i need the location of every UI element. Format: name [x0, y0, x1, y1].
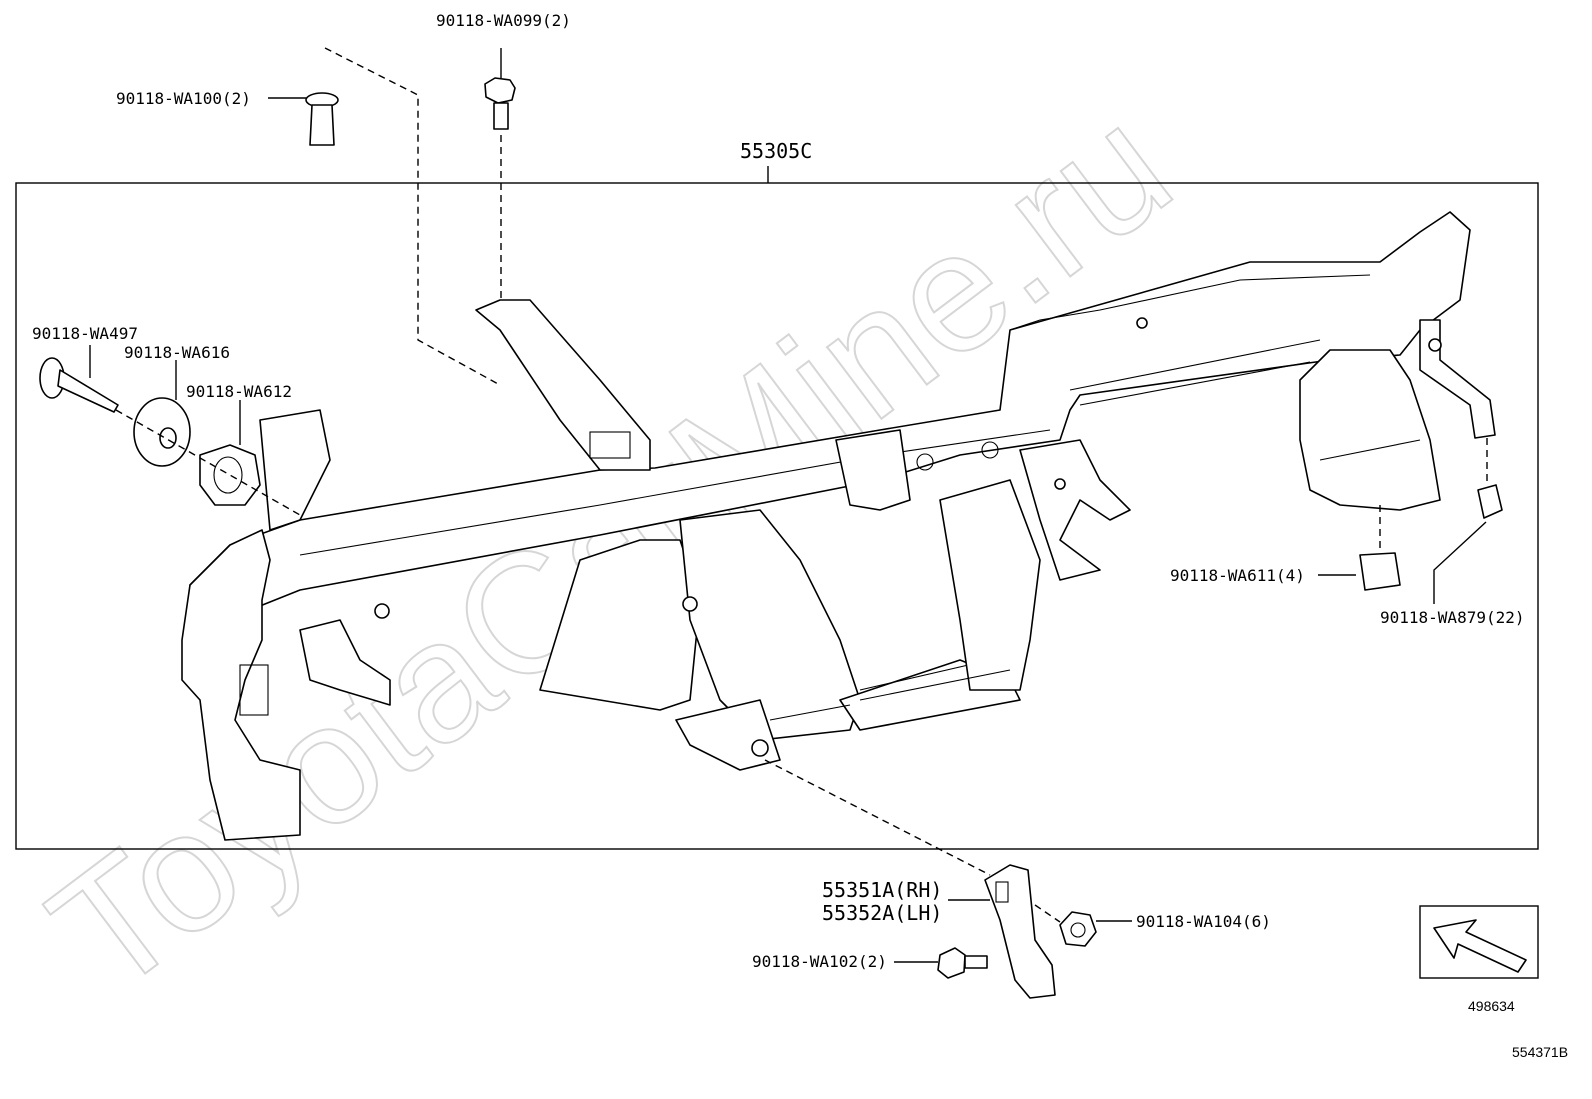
clip-wa100 [268, 92, 339, 146]
assembly-label: 55305C [740, 139, 812, 163]
nut-wa879 [1433, 484, 1503, 604]
front-arrow-icon [1433, 919, 1527, 973]
label-55351a-rh: 55351A(RH) [822, 878, 942, 902]
bolt-wa099 [484, 48, 516, 130]
bolt-wa497 [39, 345, 119, 413]
label-90118-wa879: 90118-WA879(22) [1380, 608, 1525, 627]
bolt-wa102 [894, 947, 988, 979]
washer-wa616 [133, 360, 191, 467]
bushing-wa612 [199, 400, 261, 506]
label-90118-wa611: 90118-WA611(4) [1170, 566, 1305, 585]
direction-box-code: 498634 [1468, 998, 1515, 1014]
label-90118-wa100: 90118-WA100(2) [116, 89, 251, 108]
instrument-panel-reinforcement [181, 211, 1496, 841]
label-90118-wa616: 90118-WA616 [124, 343, 230, 362]
bracket-55351a-55352a [948, 864, 1056, 999]
label-90118-wa104: 90118-WA104(6) [1136, 912, 1271, 931]
assembly-dashed-lines [115, 47, 1488, 923]
nut-wa104 [1059, 911, 1132, 947]
label-90118-wa102: 90118-WA102(2) [752, 952, 887, 971]
clip-wa611 [1318, 552, 1401, 591]
assembly-frame [15, 182, 1539, 850]
label-55352a-lh: 55352A(LH) [822, 901, 942, 925]
diagram-code: 554371B [1512, 1044, 1568, 1060]
label-90118-wa099: 90118-WA099(2) [436, 11, 571, 30]
direction-indicator [1419, 905, 1539, 979]
label-90118-wa497: 90118-WA497 [32, 324, 138, 343]
label-90118-wa612: 90118-WA612 [186, 382, 292, 401]
